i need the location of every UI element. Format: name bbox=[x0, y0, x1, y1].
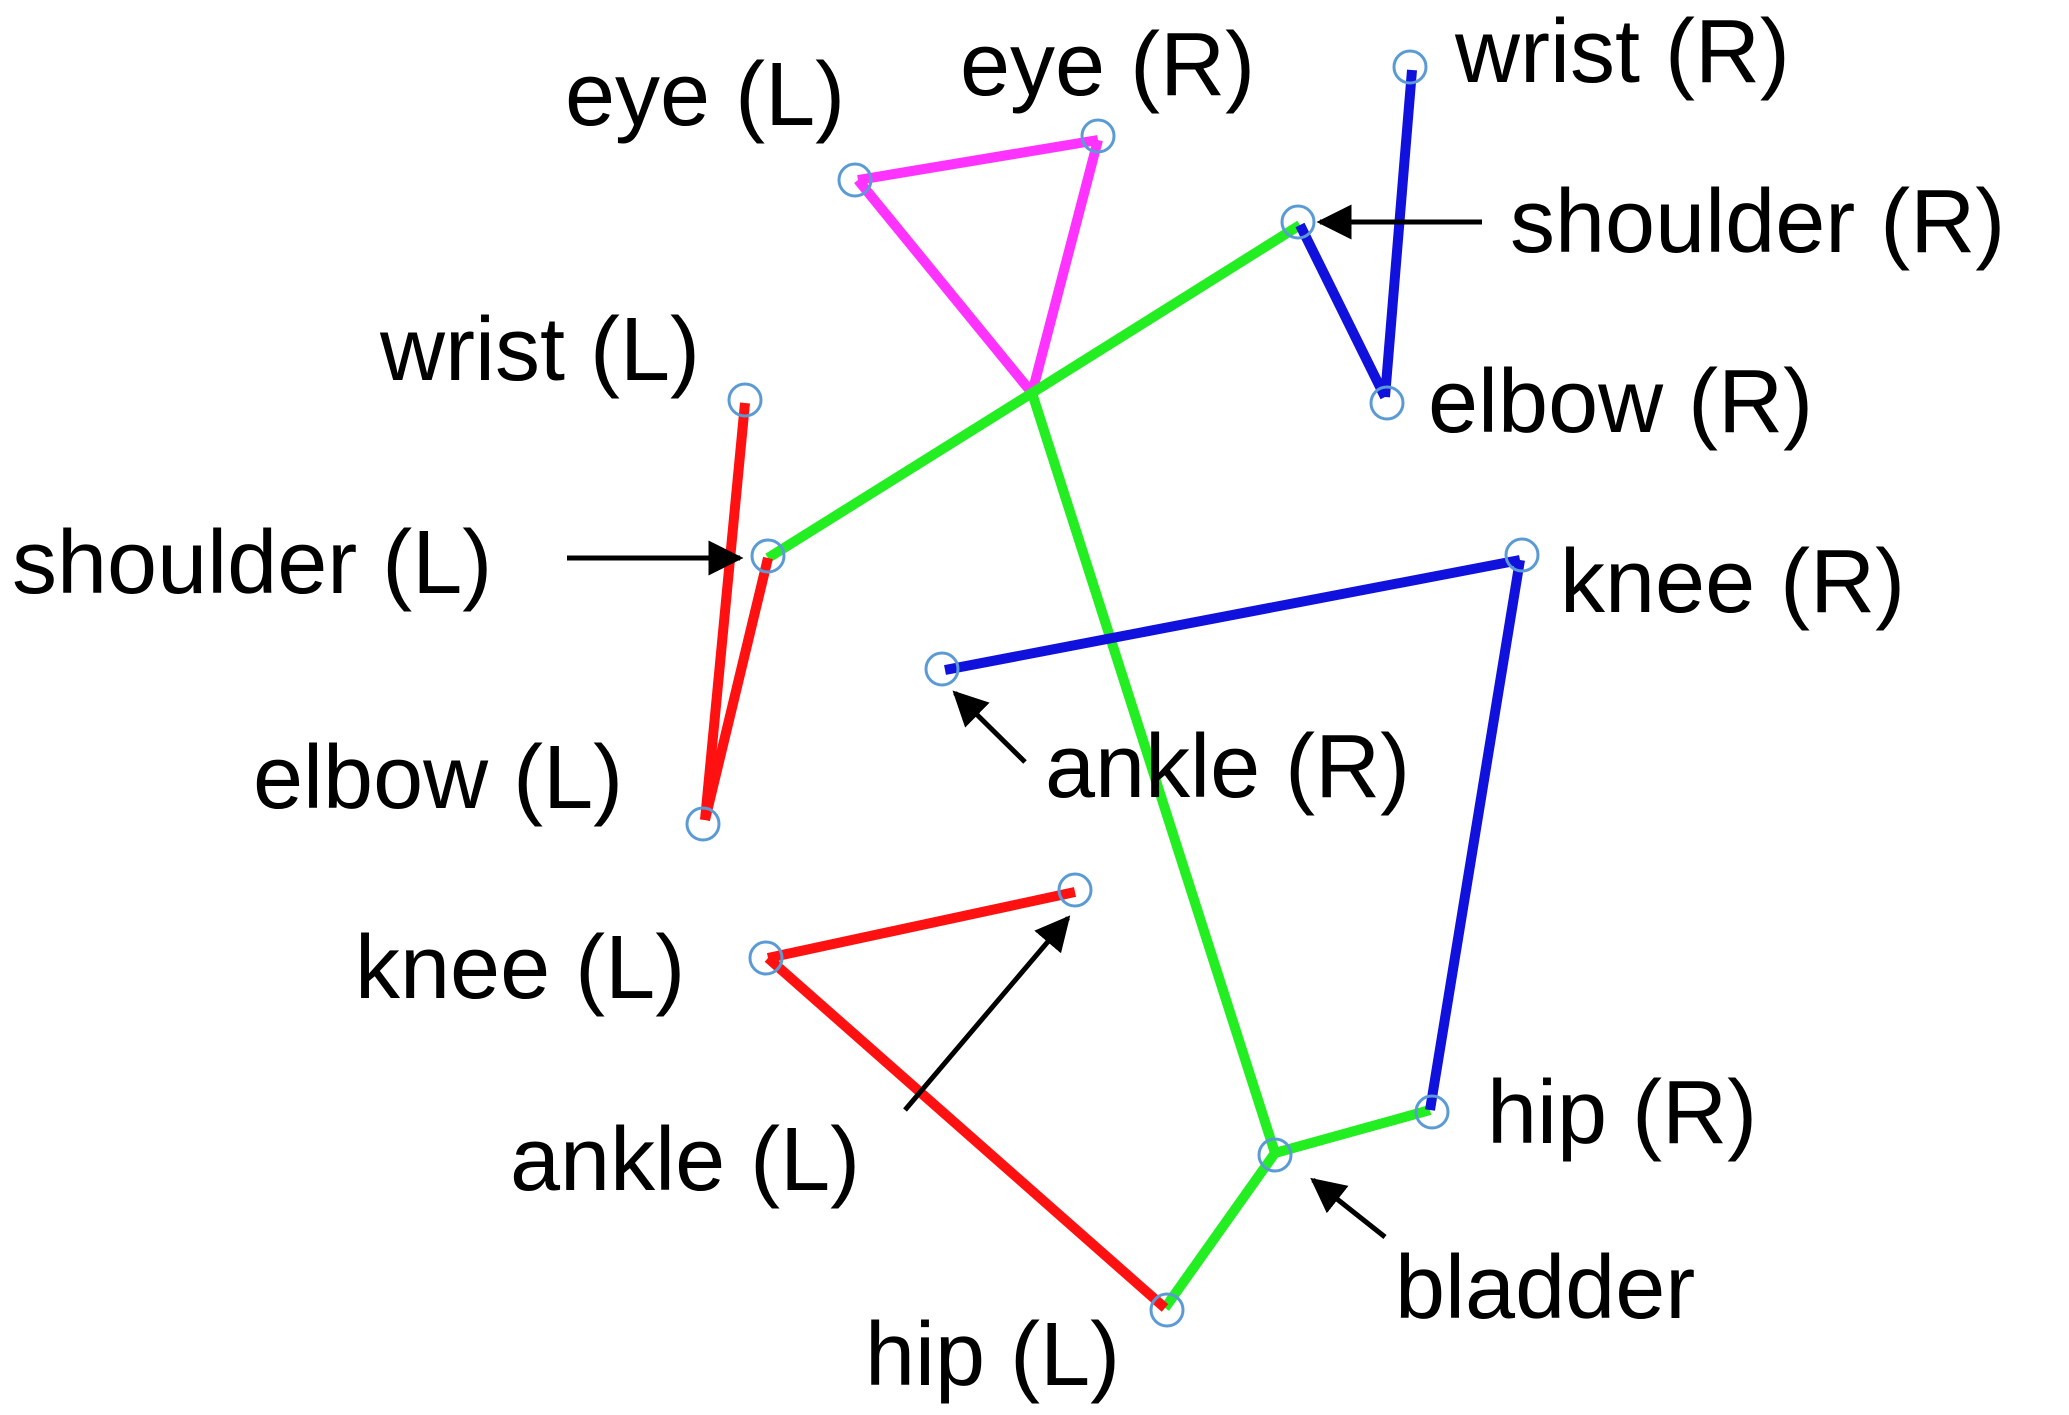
joint-wrist-l bbox=[727, 382, 763, 418]
bone-bladder-hip-l bbox=[1160, 1150, 1280, 1311]
joint-ankle-l bbox=[1057, 872, 1093, 908]
bone-elbow-l-wrist-l bbox=[700, 402, 750, 821]
label-elbow-r: elbow (R) bbox=[1428, 352, 1813, 452]
joint-markers bbox=[685, 49, 1540, 1328]
bone-elbow-r-wrist-r bbox=[1380, 69, 1417, 398]
joint-elbow-l bbox=[685, 806, 721, 842]
label-ankle-r: ankle (R) bbox=[1045, 717, 1410, 817]
leader-arrows bbox=[567, 204, 1482, 1239]
joint-hip-r bbox=[1414, 1094, 1450, 1130]
label-knee-r: knee (R) bbox=[1560, 532, 1905, 632]
joint-eye-r bbox=[1080, 118, 1116, 154]
label-shoulder-r: shoulder (R) bbox=[1510, 172, 2005, 272]
joint-bladder bbox=[1257, 1137, 1293, 1173]
bone-neck-shoulder-r bbox=[1029, 220, 1303, 398]
label-knee-l: knee (L) bbox=[355, 918, 685, 1018]
bone-neck-bladder bbox=[1027, 391, 1280, 1155]
label-hip-l: hip (L) bbox=[865, 1305, 1120, 1405]
joint-shoulder-l bbox=[750, 538, 786, 574]
label-eye-r: eye (R) bbox=[960, 15, 1255, 115]
joint-hip-l bbox=[1149, 1292, 1185, 1328]
joint-knee-r bbox=[1504, 537, 1540, 573]
bone-bladder-hip-r bbox=[1273, 1105, 1432, 1158]
bone-shoulder-r-elbow-r bbox=[1295, 222, 1390, 400]
bone-eye-l-eye-r bbox=[857, 135, 1099, 185]
joint-elbow-r bbox=[1369, 385, 1405, 421]
bone-shoulder-l-neck bbox=[765, 388, 1035, 563]
bone-hip-l-knee-l bbox=[764, 954, 1169, 1312]
arrow-ankle-l bbox=[903, 915, 1071, 1112]
label-shoulder-l: shoulder (L) bbox=[12, 513, 492, 613]
joint-knee-l bbox=[748, 940, 784, 976]
bone-hip-r-knee-r bbox=[1425, 559, 1525, 1111]
arrow-bladder bbox=[1310, 1177, 1387, 1239]
label-hip-r: hip (R) bbox=[1487, 1063, 1757, 1163]
label-ankle-l: ankle (L) bbox=[510, 1110, 860, 1210]
joint-ankle-r bbox=[924, 651, 960, 687]
joint-wrist-r bbox=[1392, 49, 1428, 85]
joint-labels: eye (L) eye (R) wrist (R) shoulder (R) w… bbox=[12, 2, 2005, 1405]
bone-eye-r-neck bbox=[1027, 138, 1103, 395]
bone-knee-r-ankle-r bbox=[944, 555, 1521, 675]
bone-shoulder-l-elbow-l bbox=[700, 556, 773, 822]
label-bladder: bladder bbox=[1395, 1238, 1695, 1338]
arrow-ankle-r bbox=[952, 690, 1027, 764]
label-wrist-r: wrist (R) bbox=[1454, 2, 1790, 102]
bone-knee-l-ankle-l bbox=[766, 887, 1077, 963]
label-wrist-l: wrist (L) bbox=[379, 300, 700, 400]
bone-eye-l-neck bbox=[854, 176, 1036, 397]
label-elbow-l: elbow (L) bbox=[253, 728, 623, 828]
label-eye-l: eye (L) bbox=[565, 45, 845, 145]
joint-shoulder-r bbox=[1280, 204, 1316, 240]
joint-eye-l bbox=[837, 162, 873, 198]
bones bbox=[700, 69, 1525, 1312]
